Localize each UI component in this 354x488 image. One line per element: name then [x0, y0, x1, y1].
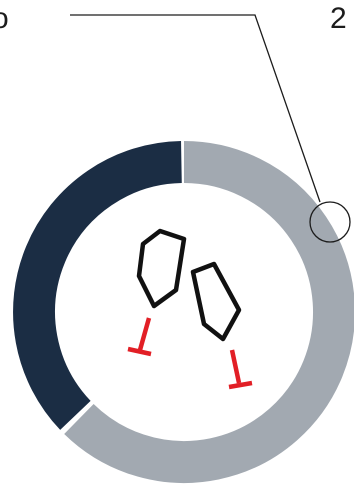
inhibitor-stem: [229, 349, 242, 384]
callout-leader-line: [70, 14, 321, 203]
molecule-left: [127, 228, 187, 357]
right-label-fragment: 2: [330, 2, 347, 35]
left-label-fragment: o: [0, 2, 9, 35]
hexagon-icon: [190, 261, 242, 342]
molecule-right: [190, 261, 253, 390]
ring-segment-light: [64, 141, 354, 483]
inhibitor-bar: [228, 380, 253, 390]
callout-circle: [309, 201, 351, 243]
inhibitor-bar: [127, 346, 152, 357]
callout: [70, 14, 351, 243]
ring-segment-dark: [13, 141, 183, 430]
hexagon-icon: [136, 228, 187, 309]
donut-ring: [13, 141, 354, 483]
inhibitor-stem: [137, 317, 152, 351]
